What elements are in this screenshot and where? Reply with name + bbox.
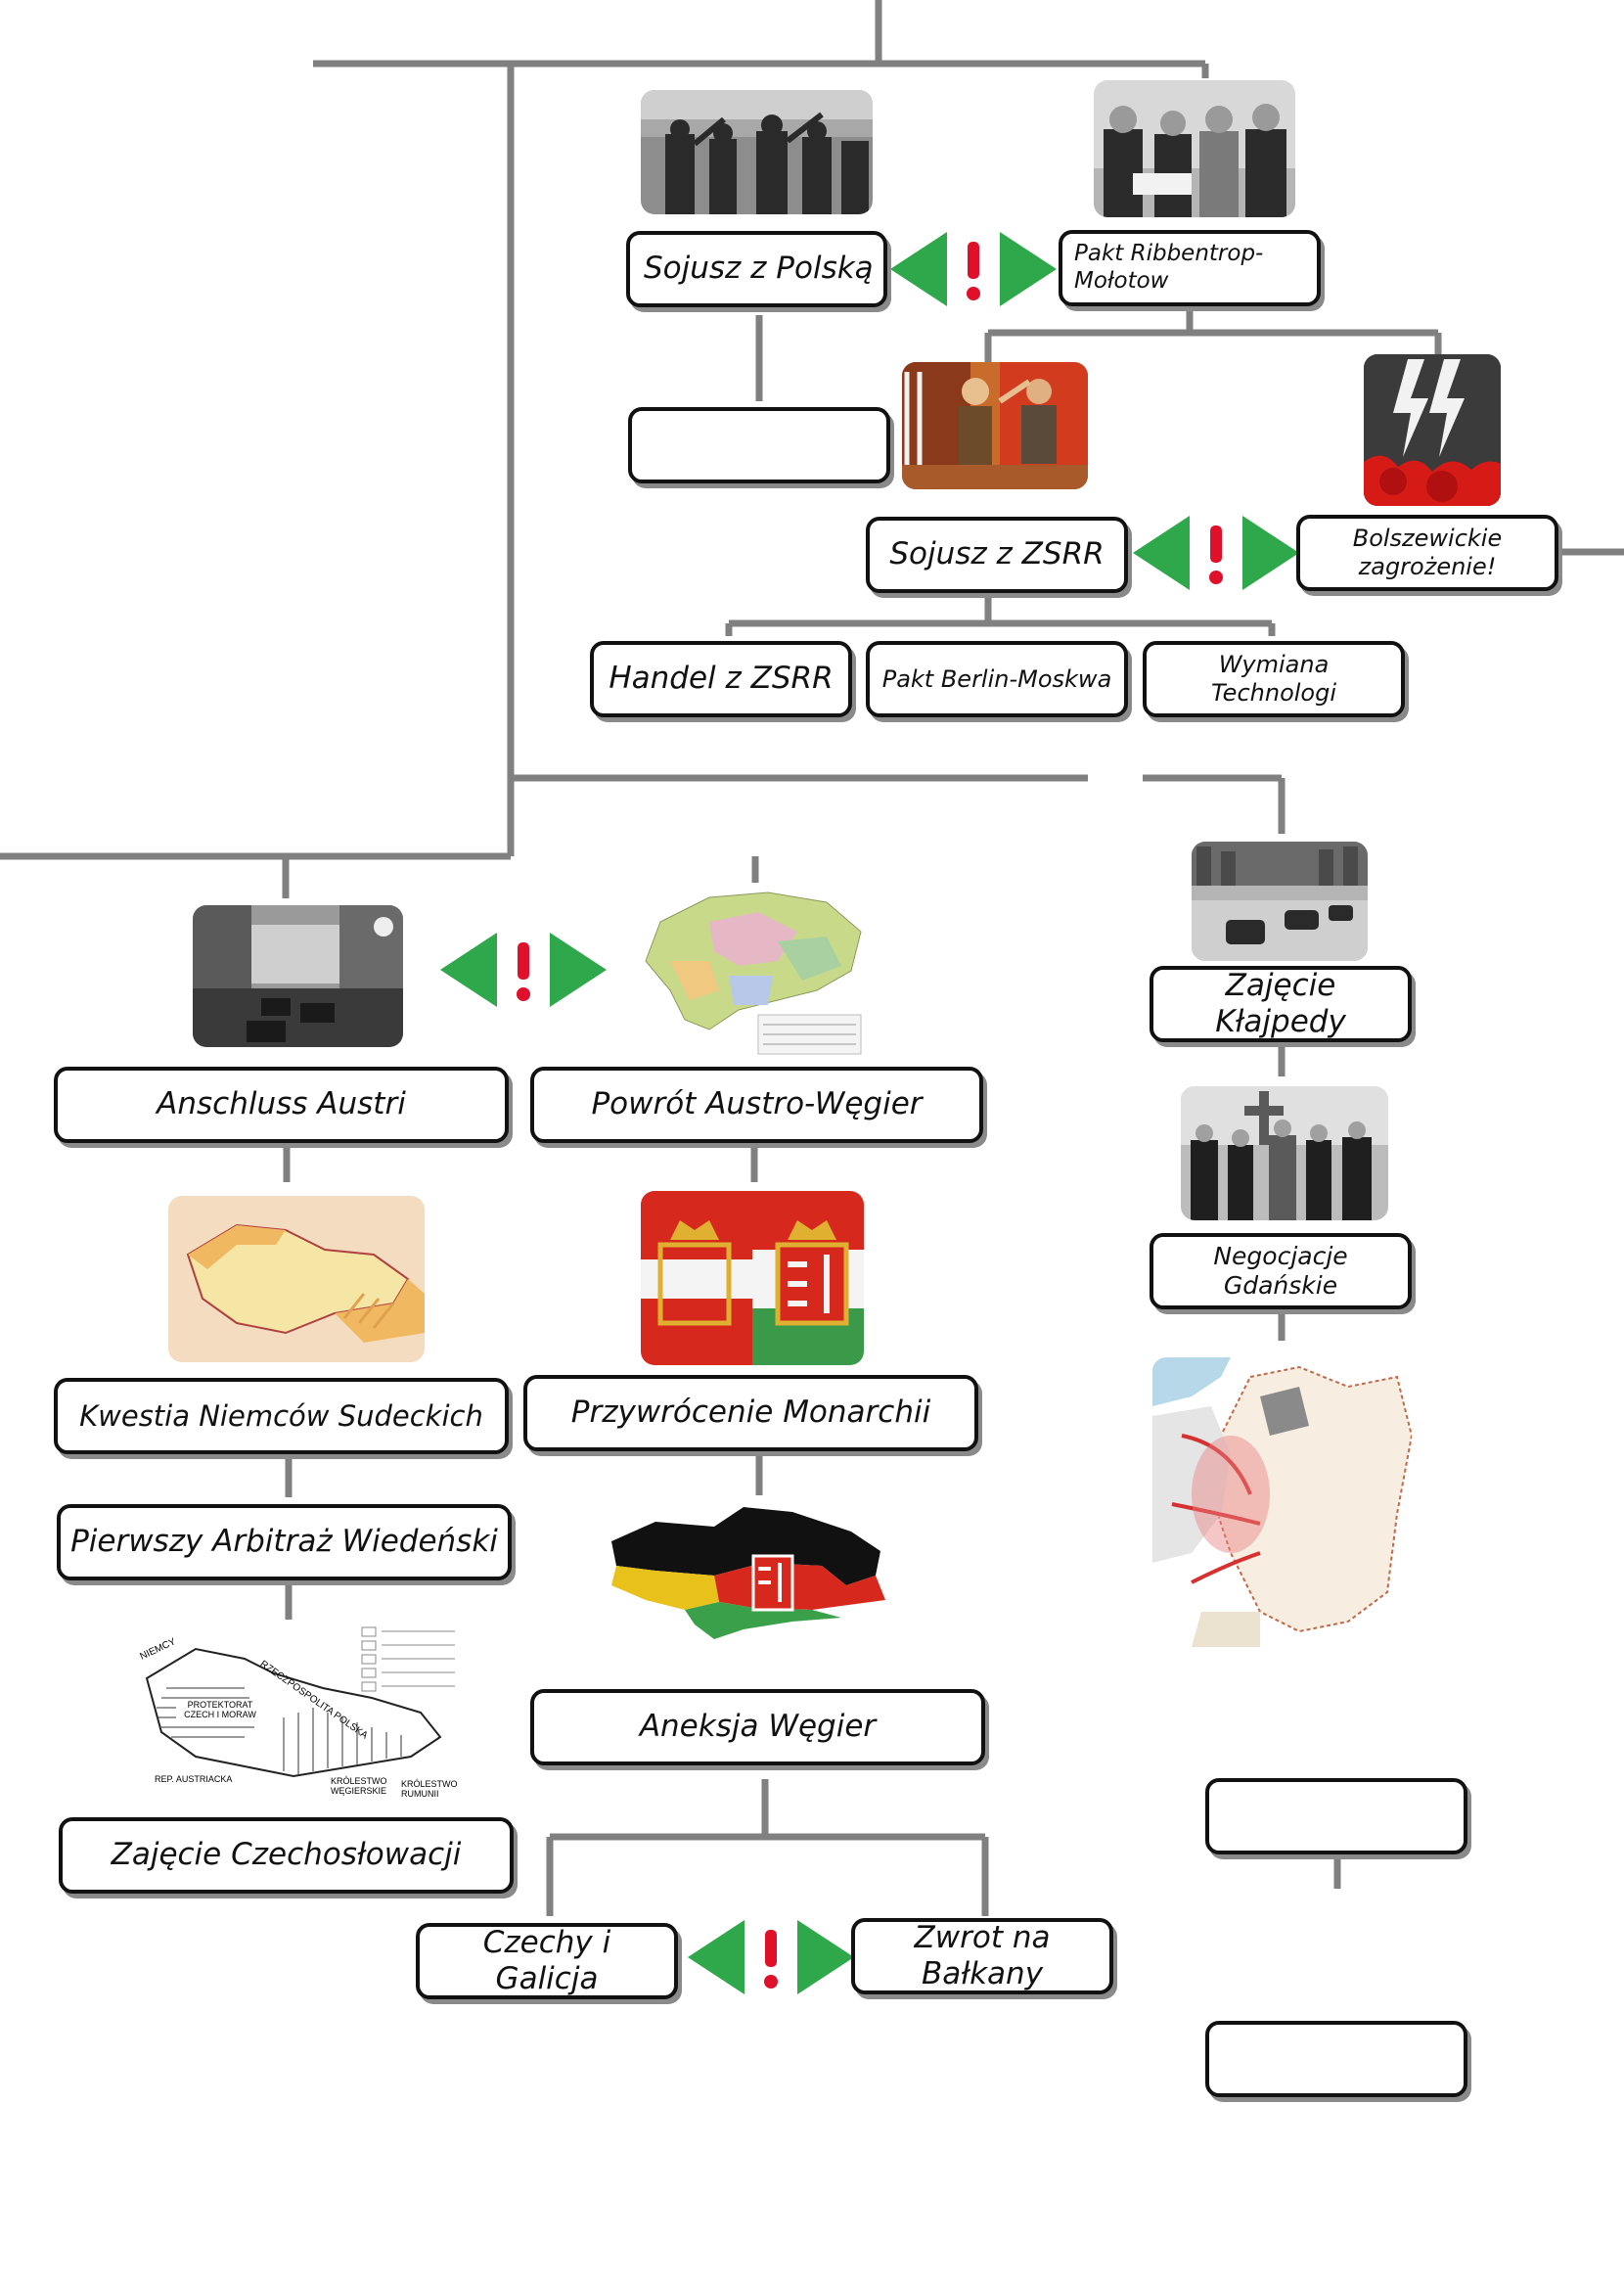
focus-przywrocenie-monarchii[interactable]: Przywrócenie Monarchii (523, 1375, 978, 1451)
ss-runes-poster-image (1364, 354, 1501, 506)
protectorate-map-image (168, 1196, 425, 1362)
focus-zajecie-czechoslowacji[interactable]: Zajęcie Czechosłowacji (59, 1817, 514, 1894)
map-label-wegry: KRÓLESTWO WĘGIERSKIE (331, 1776, 387, 1796)
focus-kwestia-niemcow-sudeckich[interactable]: Kwestia Niemców Sudeckich (54, 1378, 509, 1454)
poland-campaign-map-image (1152, 1357, 1412, 1647)
mutual-exclusion-icon-1 (890, 232, 1057, 306)
mutual-exclusion-icon-3 (440, 933, 607, 1007)
mutual-exclusion-icon-4 (688, 1920, 854, 1994)
focus-pakt-berlin-moskwa[interactable]: Pakt Berlin-Moskwa (866, 641, 1128, 717)
focus-zajecie-klajpedy[interactable]: Zajęcie Kłajpedy (1150, 966, 1412, 1042)
map-label-austria: REP. AUSTRIACKA (155, 1774, 233, 1784)
focus-bolszewickie-zagrozenie[interactable]: Bolszewickie zagrożenie! (1296, 515, 1558, 591)
focus-powrot-austro-wegier[interactable]: Powrót Austro-Węgier (530, 1067, 983, 1143)
focus-wymiana-technologi[interactable]: Wymiana Technologi (1143, 641, 1405, 717)
focus-aneksja-wegier[interactable]: Aneksja Węgier (530, 1689, 985, 1765)
focus-handel-z-zsrr[interactable]: Handel z ZSRR (590, 641, 852, 717)
focus-anschluss-austri[interactable]: Anschluss Austri (54, 1067, 509, 1143)
propaganda-poster-image (902, 362, 1088, 489)
mutual-exclusion-icon-2 (1133, 516, 1299, 590)
focus-czechy-i-galicja[interactable]: Czechy i Galicja (416, 1923, 678, 1999)
focus-sojusz-z-zsrr[interactable]: Sojusz z ZSRR (866, 517, 1128, 593)
austria-hungary-map-image (631, 883, 869, 1059)
map-label-protektorat: PROTEKTORAT CZECH I MORAW (176, 1700, 264, 1719)
focus-pakt-ribbentrop-molotow[interactable]: Pakt Ribbentrop-Mołotow (1059, 230, 1321, 306)
focus-empty-slot-1[interactable] (628, 407, 890, 483)
anschluss-street-photo-image (193, 905, 403, 1047)
flag-colored-map-image (611, 1507, 885, 1639)
map-label-rumunia: KRÓLESTWO RUMUNII (401, 1779, 458, 1799)
pact-signing-photo-image (1094, 80, 1295, 217)
gdansk-negotiations-photo-image (1181, 1086, 1388, 1220)
focus-sojusz-z-polska[interactable]: Sojusz z Polską (626, 231, 887, 307)
austria-hungary-flag-image (641, 1191, 864, 1365)
focus-negocjacje-gdanskie[interactable]: Negocjacje Gdańskie (1150, 1233, 1412, 1309)
focus-zwrot-na-balkany[interactable]: Zwrot na Bałkany (851, 1918, 1113, 1994)
klaipeda-tanks-photo-image (1192, 842, 1368, 961)
czechoslovakia-partition-map-image: NIEMCY RZECZPOSPOLITA POLSKA PROTEKTORAT… (127, 1620, 465, 1801)
focus-empty-slot-2[interactable] (1205, 1778, 1467, 1854)
focus-empty-slot-3[interactable] (1205, 2021, 1467, 2097)
salute-photo-image (641, 90, 873, 214)
focus-pierwszy-arbitraz-wiedenski[interactable]: Pierwszy Arbitraż Wiedeński (57, 1504, 512, 1580)
